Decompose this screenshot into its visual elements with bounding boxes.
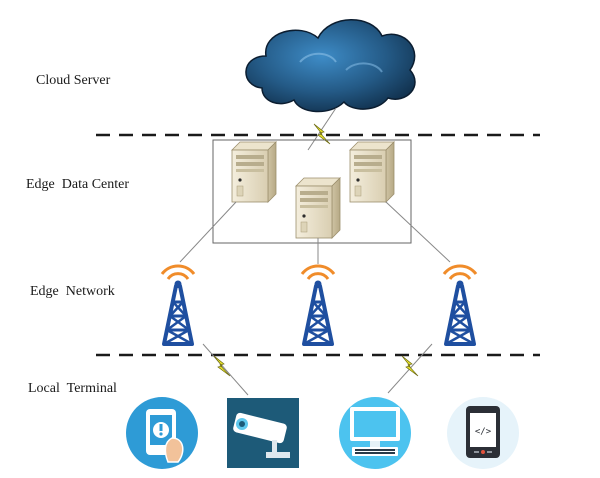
tablet-code-icon: </> bbox=[447, 397, 519, 469]
lightning-icon bbox=[213, 355, 231, 377]
security-camera-icon bbox=[227, 398, 299, 468]
desktop-computer-icon bbox=[339, 397, 411, 469]
cloud-icon bbox=[245, 19, 416, 113]
link-line bbox=[179, 201, 237, 263]
code-glyph: </> bbox=[475, 427, 492, 437]
layer-label-cloud-server: Cloud Server bbox=[36, 73, 111, 88]
layer-label-edge-data-center: Edge Data Center bbox=[26, 177, 129, 192]
link-line bbox=[202, 343, 249, 396]
layer-label-local-terminal: Local Terminal bbox=[28, 381, 117, 396]
edge-data-center-box bbox=[212, 139, 412, 244]
server-icon bbox=[231, 141, 277, 203]
layer-label-edge-network: Edge Network bbox=[30, 284, 115, 299]
smartphone-alert-icon bbox=[126, 397, 198, 469]
server-icon bbox=[349, 141, 395, 203]
server-icon bbox=[295, 177, 341, 239]
cloud-link-line bbox=[307, 107, 337, 151]
radio-tower-icon bbox=[442, 264, 478, 346]
radio-tower-icon bbox=[300, 264, 336, 346]
link-line bbox=[385, 201, 451, 263]
radio-tower-icon bbox=[160, 264, 196, 346]
lightning-icon bbox=[401, 355, 419, 377]
